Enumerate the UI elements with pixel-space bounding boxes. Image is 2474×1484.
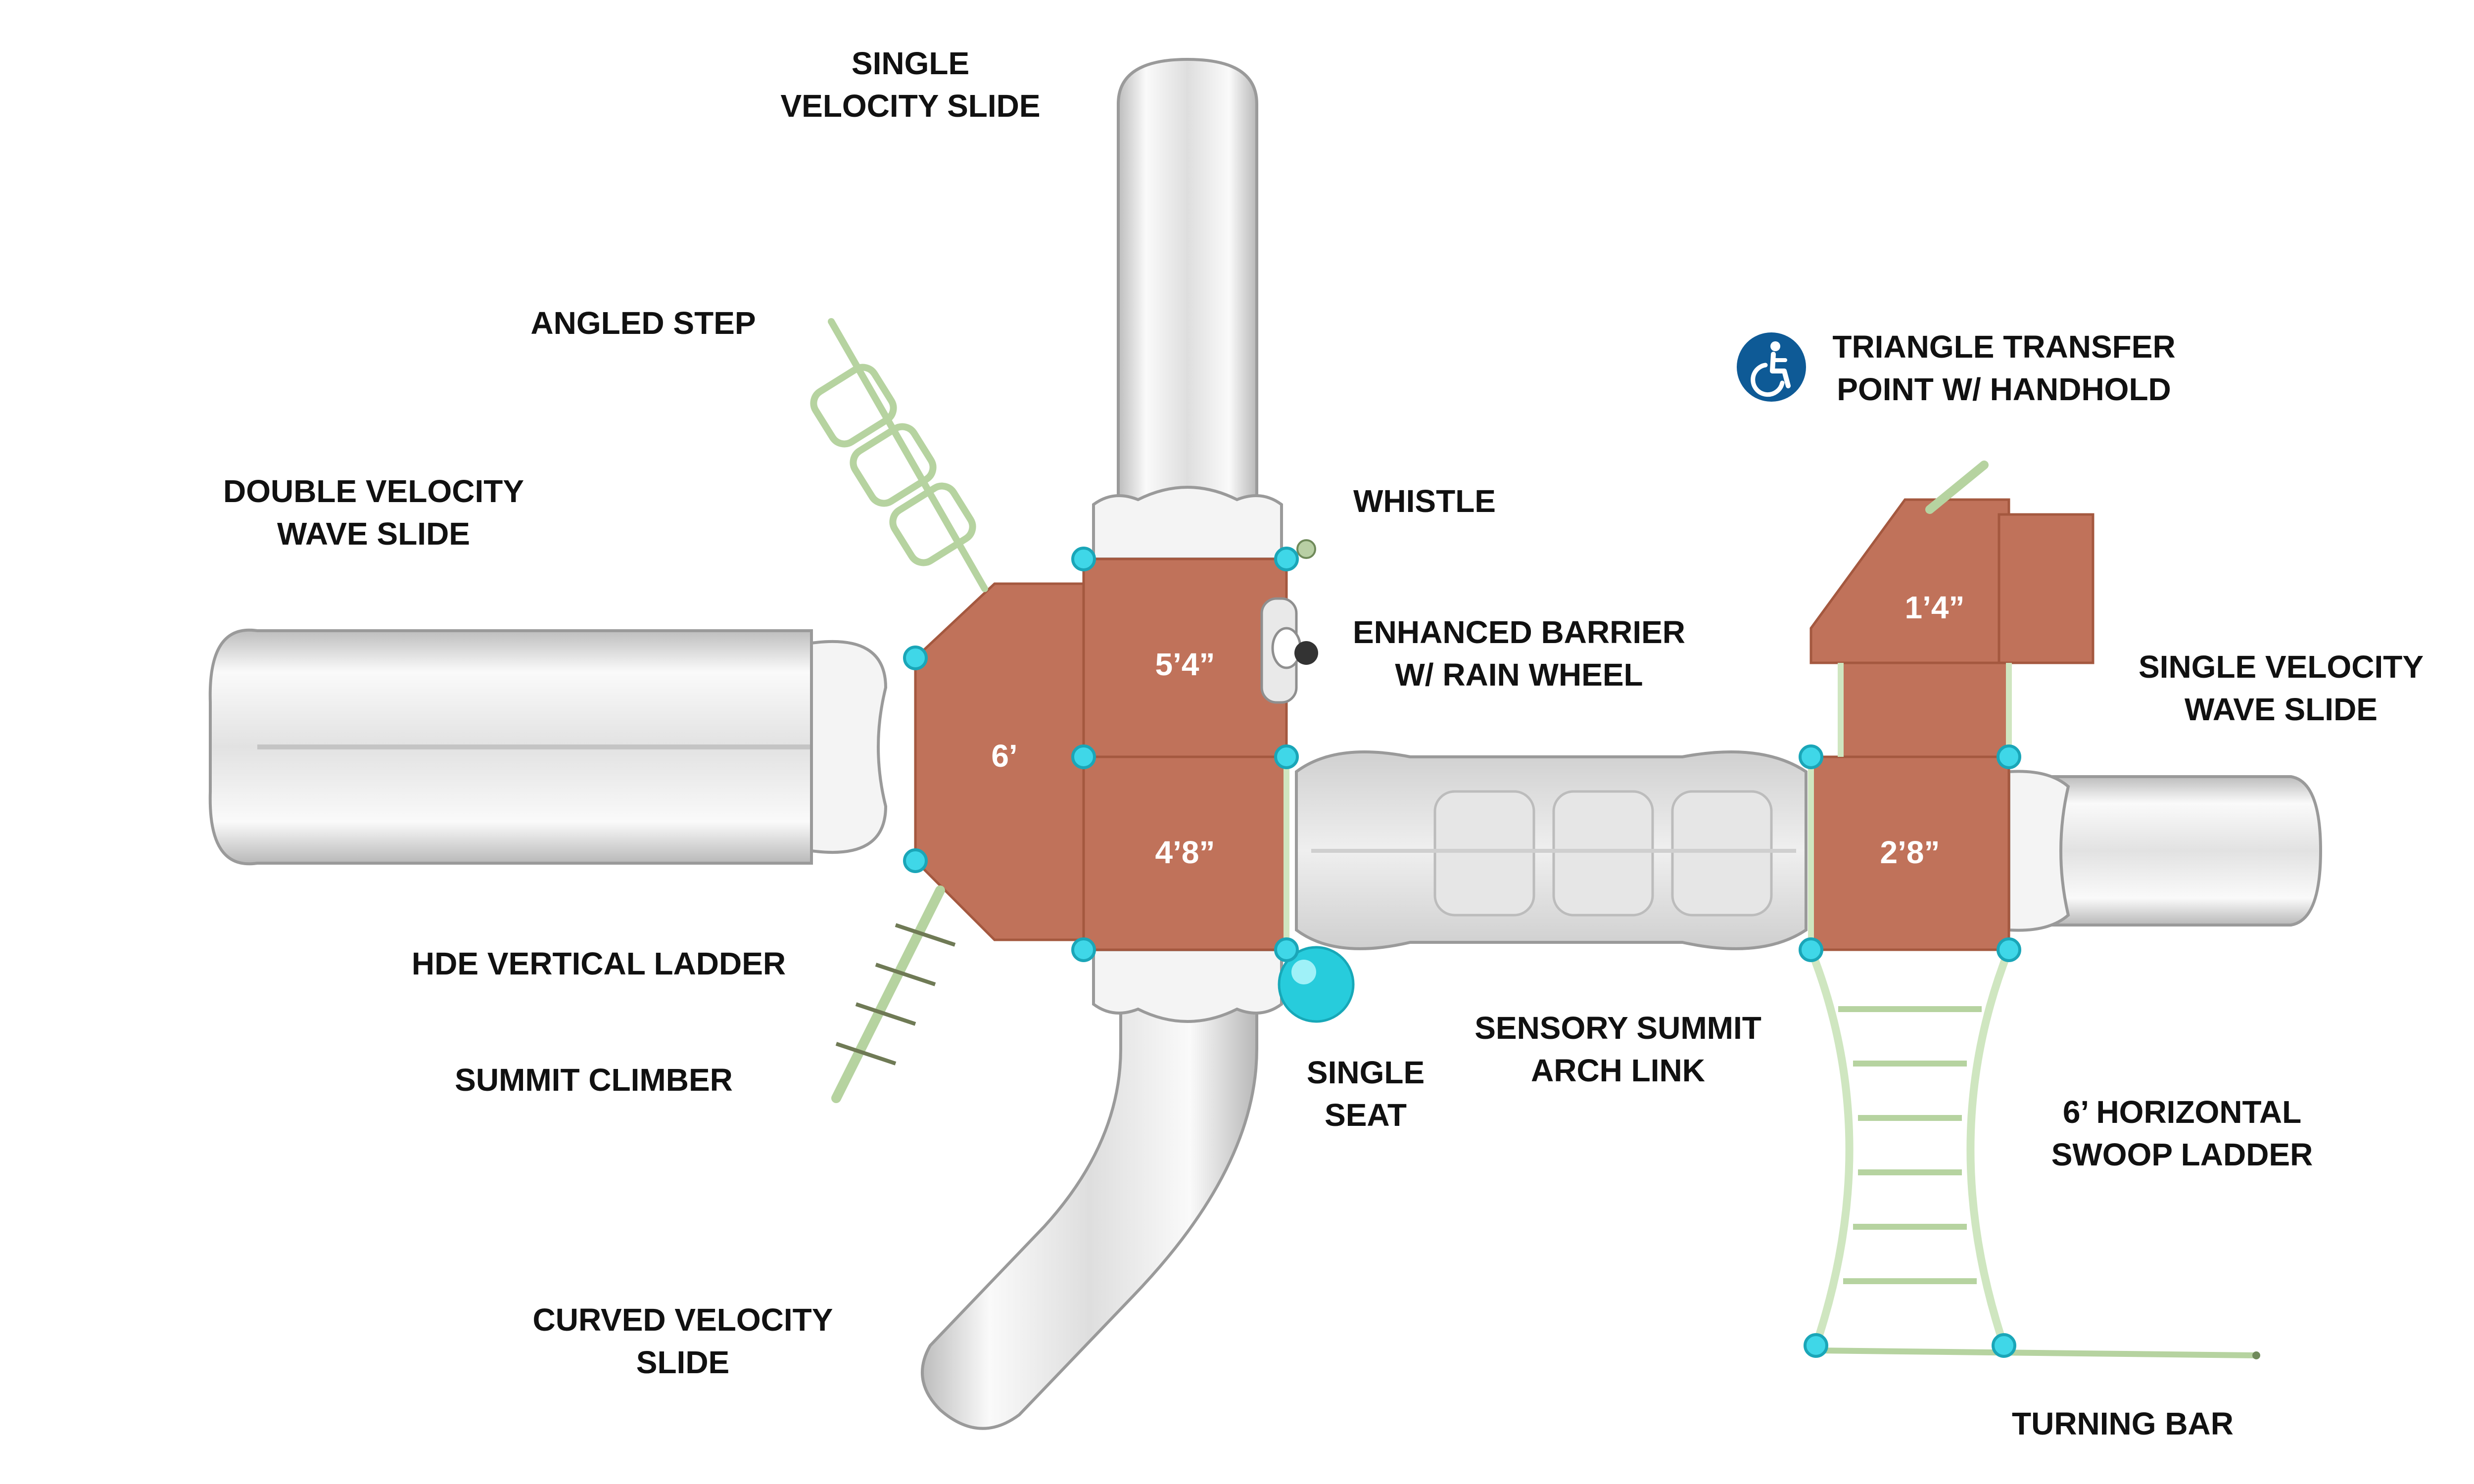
rain-wheel [1294, 641, 1318, 665]
deck-5-4-height: 5’4” [1155, 647, 1215, 682]
summit-climber [831, 885, 956, 1103]
decks [914, 498, 2094, 951]
horizontal-swoop-ladder [1807, 948, 2013, 1347]
step-platform [1839, 661, 2010, 758]
transfer-handhold [1925, 461, 1989, 514]
single-velocity-wave-slide [2007, 770, 2323, 932]
label-angled-step: ANGLED STEP [530, 305, 756, 341]
label-turning-bar: TURNING BAR [2012, 1406, 2234, 1441]
label-whistle: WHISTLE [1353, 483, 1496, 519]
label-summit-climber: SUMMIT CLIMBER [455, 1062, 733, 1098]
transfer-platform [1998, 513, 2094, 664]
single-velocity-slide [1092, 57, 1283, 560]
deck-4-8-height: 4’8” [1155, 835, 1215, 870]
deck-5-4 [1082, 557, 1288, 758]
angled-step [810, 318, 988, 592]
whistle [1296, 539, 1316, 559]
deck-1-4 [1809, 498, 2010, 664]
sensory-summit-arch-link [1295, 750, 1808, 950]
post-caps [903, 547, 2021, 1358]
turning-bar [1813, 1347, 2260, 1359]
enhanced-barrier [1260, 597, 1318, 704]
label-hde-vertical-ladder: HDE VERTICAL LADDER [411, 946, 786, 981]
deck-2-8-height: 2’8” [1880, 835, 1940, 870]
deck-1-4-height: 1’4” [1905, 590, 1965, 625]
deck-6-height: 6’ [991, 738, 1017, 774]
double-velocity-wave-slide [208, 628, 888, 866]
curved-velocity-slide [921, 948, 1283, 1430]
wheelchair-icon [1737, 332, 1806, 402]
deck-4-8 [1082, 755, 1288, 951]
deck-2-8 [1809, 755, 2010, 951]
